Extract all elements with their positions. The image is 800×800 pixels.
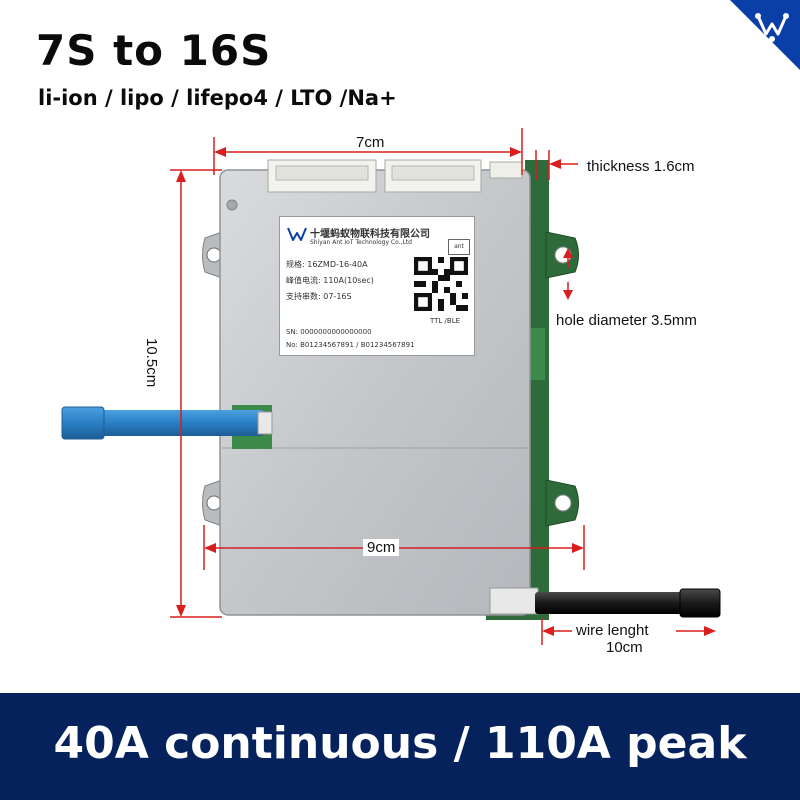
wire-length-label: wire lenght xyxy=(576,622,649,639)
qr-code-icon xyxy=(414,257,468,311)
series-row: 支持串数: 07-16S xyxy=(286,292,352,301)
product-title: 7S to 16S xyxy=(36,26,272,75)
dimension-height xyxy=(170,169,222,618)
balance-connector-left xyxy=(267,159,377,193)
width-top-label: 7cm xyxy=(352,134,389,151)
balance-connector-right xyxy=(384,159,482,193)
black-wire xyxy=(489,587,721,618)
width-bottom-label: 9cm xyxy=(363,539,400,556)
peak-row: 峰值电流: 110A(10sec) xyxy=(286,276,374,285)
product-label: 十堰蚂蚁物联科技有限公司 Shiyan Ant IoT Technology C… xyxy=(279,216,475,356)
ant-logo-icon xyxy=(755,13,789,42)
certification-badge: ant xyxy=(448,239,470,255)
dimension-thickness xyxy=(535,150,578,180)
blue-wire xyxy=(61,405,273,449)
wire-length-value: 10cm xyxy=(606,639,643,656)
hole-diameter-label: hole diameter 3.5mm xyxy=(556,312,697,329)
current-rating: 40A continuous / 110A peak xyxy=(53,718,747,769)
batch-number: No: B01234567891 / B01234567891 xyxy=(286,341,415,349)
dimension-hole xyxy=(563,248,573,300)
label-logo-icon xyxy=(287,227,307,241)
serial-number: SN: 0000000000000000 xyxy=(286,328,372,336)
company-name-en: Shiyan Ant IoT Technology Co.,Ltd xyxy=(310,239,412,246)
mounting-ear-right-bottom xyxy=(545,479,579,527)
small-connector xyxy=(489,161,523,179)
dimension-width-top xyxy=(213,128,523,175)
interface-label: TTL /BLE xyxy=(430,317,461,325)
chemistry-list: li-ion / lipo / lifepo4 / LTO /Na+ xyxy=(38,86,397,110)
dimension-wire xyxy=(541,618,716,645)
mounting-ear-left-bottom xyxy=(202,479,223,527)
mounting-ear-right-top xyxy=(545,231,579,279)
height-label: 10.5cm xyxy=(143,338,160,388)
model-row: 规格: 16ZMD-16-40A xyxy=(286,260,368,269)
company-name-cn: 十堰蚂蚁物联科技有限公司 xyxy=(310,229,430,240)
mounting-ear-left-top xyxy=(202,231,223,279)
thickness-label: thickness 1.6cm xyxy=(587,158,695,175)
footer-banner xyxy=(0,693,800,800)
